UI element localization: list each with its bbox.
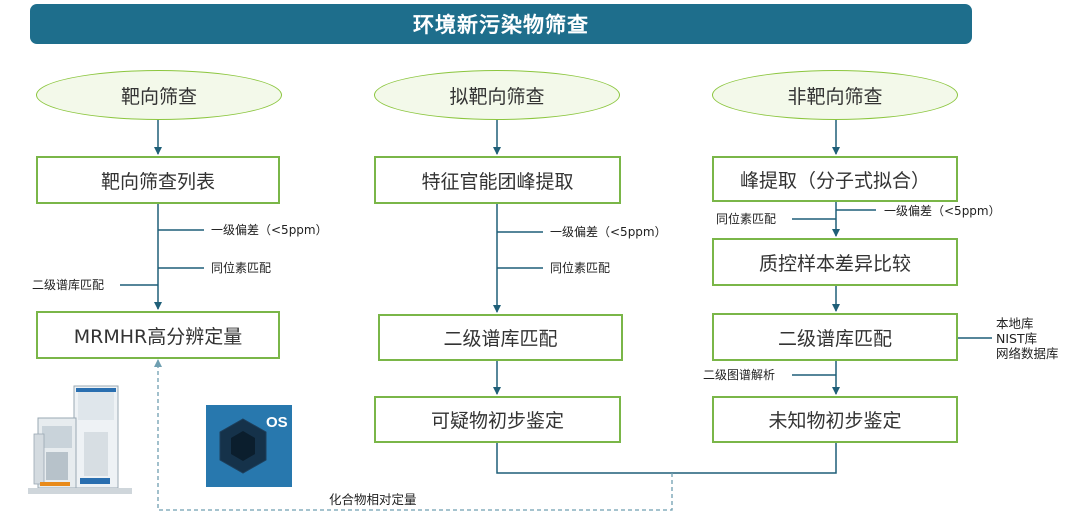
feedback-dashed-line [154,359,673,511]
step-mrmhr-quant: MRMHR高分辨定量 [36,311,280,359]
library-web: 网络数据库 [996,346,1059,361]
step-qc-compare: 质控样本差异比较 [712,238,958,286]
step-ms2-library-3: 二级谱库匹配 [712,313,958,361]
os-logo-text: OS [266,414,288,431]
label-isotope-3: 同位素匹配 [716,212,777,226]
os-software-logo: OS [206,405,292,487]
library-local: 本地库 [996,316,1034,331]
title-banner: 环境新污染物筛查 [30,4,972,44]
label-ppm-1: 一级偏差（<5ppm） [211,223,328,237]
page-title: 环境新污染物筛查 [413,13,589,37]
merge-line [496,443,837,474]
step-ms2-library-2: 二级谱库匹配 [378,314,623,361]
label-ppm-3: 一级偏差（<5ppm） [884,204,1001,218]
library-list: 本地库 NIST库 网络数据库 [996,316,1059,361]
mass-spectrometer-icon [28,385,132,494]
label-ppm-2: 一级偏差（<5ppm） [550,225,667,239]
library-nist: NIST库 [996,331,1038,346]
header-targeted: 靶向筛查 [36,70,282,120]
step-peak-extract: 峰提取（分子式拟合） [712,156,958,202]
label-spectrum-analysis: 二级图谱解析 [703,368,776,382]
step-unknown-id: 未知物初步鉴定 [712,396,958,443]
header-nontargeted: 非靶向筛查 [712,70,958,120]
label-relative-quant: 化合物相对定量 [329,492,417,507]
label-ms2-1: 二级谱库匹配 [32,278,105,292]
label-isotope-2: 同位素匹配 [550,261,611,275]
step-target-list: 靶向筛查列表 [36,156,280,204]
label-isotope-1: 同位素匹配 [211,261,272,275]
header-suspect: 拟靶向筛查 [374,70,620,120]
step-suspect-id: 可疑物初步鉴定 [374,396,621,443]
step-functional-group: 特征官能团峰提取 [374,156,621,204]
